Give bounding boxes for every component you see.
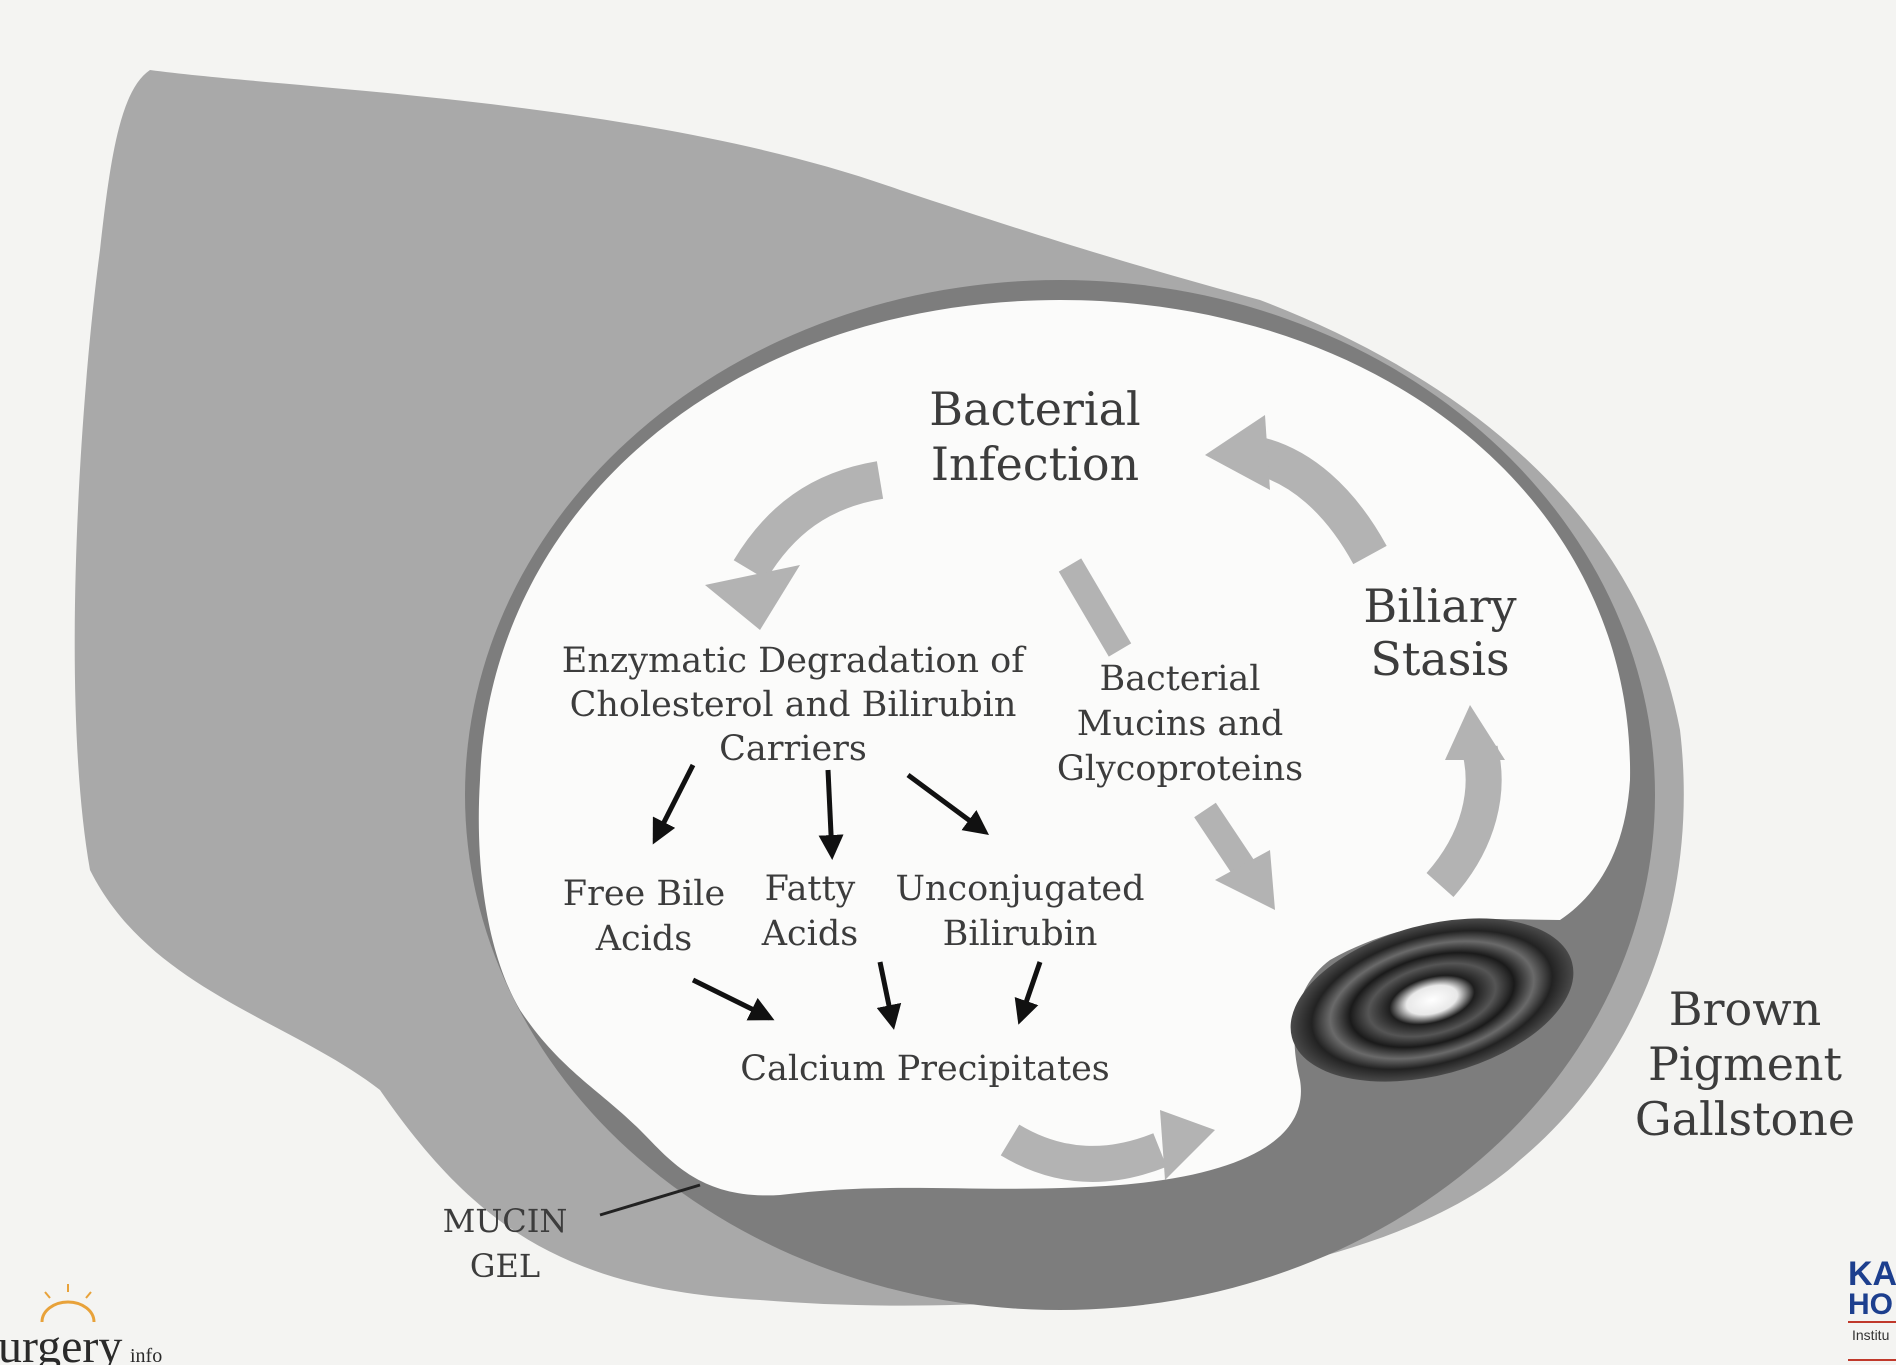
svg-text:Brown: Brown <box>1669 982 1822 1036</box>
svg-text:Carriers: Carriers <box>719 729 867 769</box>
svg-text:info: info <box>130 1345 162 1365</box>
svg-text:Institu: Institu <box>1852 1327 1889 1343</box>
sun-logo-icon <box>42 1302 94 1322</box>
svg-text:Biliary: Biliary <box>1363 579 1516 633</box>
label-biliary-stasis: Biliary Stasis <box>1363 579 1516 686</box>
svg-text:Glycoproteins: Glycoproteins <box>1057 749 1303 789</box>
svg-text:Gallstone: Gallstone <box>1635 1092 1855 1146</box>
svg-text:Bacterial: Bacterial <box>929 382 1141 436</box>
svg-text:Fatty: Fatty <box>765 869 856 909</box>
svg-text:Bilirubin: Bilirubin <box>943 914 1098 954</box>
svg-text:Unconjugated: Unconjugated <box>895 869 1144 909</box>
svg-text:Enzymatic Degradation of: Enzymatic Degradation of <box>562 641 1027 681</box>
label-brown-pigment-gallstone: Brown Pigment Gallstone <box>1635 982 1855 1146</box>
svg-text:GEL: GEL <box>470 1247 540 1285</box>
svg-text:urgery: urgery <box>0 1320 122 1365</box>
label-calcium-precipitates: Calcium Precipitates <box>740 1049 1110 1089</box>
svg-text:MUCIN: MUCIN <box>443 1202 568 1240</box>
svg-text:Mucins and: Mucins and <box>1077 704 1284 744</box>
label-bacterial-infection: Bacterial Infection <box>929 382 1141 491</box>
svg-text:Bacterial: Bacterial <box>1100 659 1261 699</box>
svg-text:Cholesterol and Bilirubin: Cholesterol and Bilirubin <box>570 685 1017 725</box>
svg-text:Pigment: Pigment <box>1648 1037 1843 1091</box>
right-logo: KA HO Institu <box>1848 1255 1896 1360</box>
svg-text:Acids: Acids <box>595 919 692 959</box>
svg-text:HO: HO <box>1848 1288 1893 1321</box>
svg-text:Infection: Infection <box>931 437 1139 491</box>
svg-text:Stasis: Stasis <box>1370 632 1509 686</box>
svg-text:Acids: Acids <box>761 914 858 954</box>
svg-text:Free Bile: Free Bile <box>563 874 725 914</box>
left-logo: urgery info <box>0 1284 162 1365</box>
